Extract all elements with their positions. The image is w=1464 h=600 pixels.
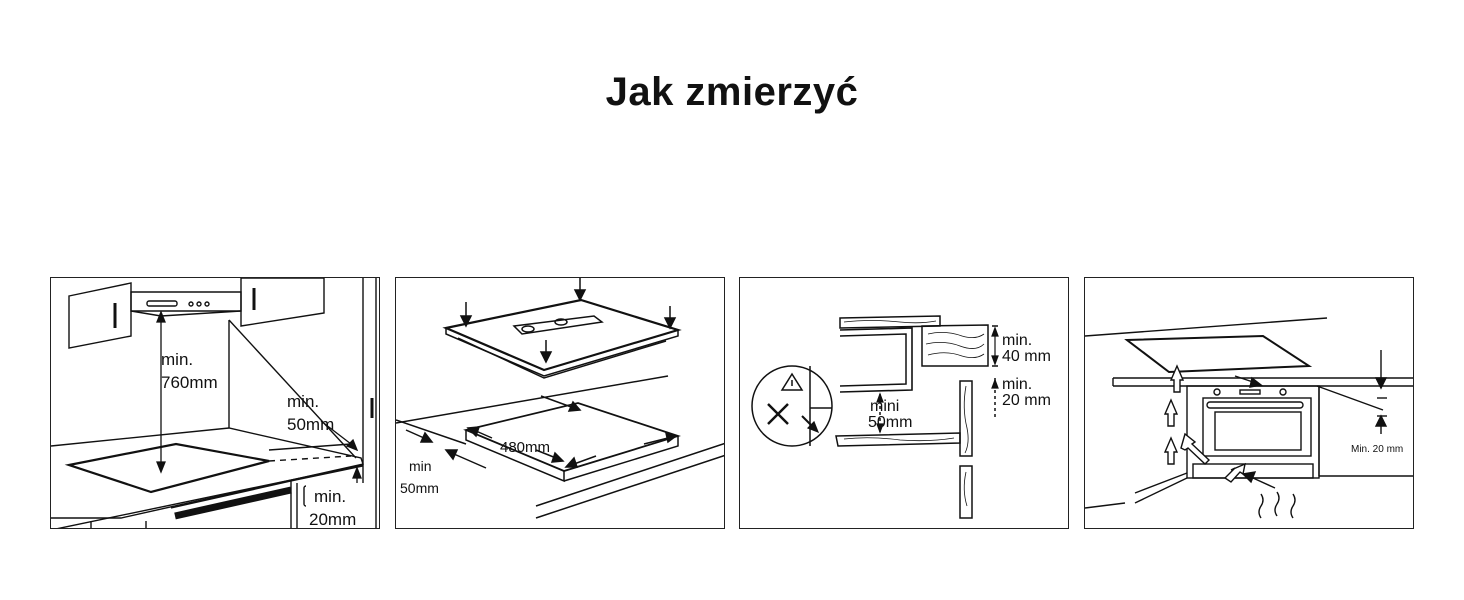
hood-min-label: min. [161, 350, 193, 369]
gap-min-label: mini [870, 398, 899, 415]
cooktop-plate [442, 298, 682, 372]
oven-handle [1206, 401, 1304, 409]
airflow-up-arrow [1163, 398, 1179, 427]
top-min-label: min. [1002, 332, 1032, 349]
bottom-min-label: min. [314, 487, 346, 506]
gap-label: Min. 20 mm [1351, 444, 1403, 455]
airflow-up-arrow [1163, 436, 1179, 465]
hood-value-label: 760mm [161, 373, 218, 392]
diagram-oven-ventilation: Min. 20 mm [1084, 277, 1414, 529]
side-min-label: min. [287, 392, 319, 411]
bottom-value-label: 20mm [309, 510, 356, 529]
warning-icon [780, 372, 804, 391]
hob-body [839, 327, 913, 393]
edge-value-label: 50mm [400, 480, 439, 496]
top-value-label: 40 mm [1002, 348, 1051, 365]
mid-min-label: min. [1002, 376, 1032, 393]
oven-ventilation-drawing: Min. 20 mm [1085, 317, 1413, 519]
diagram-hood-clearance: min. 760mm min. 50mm min. 20mm [50, 277, 380, 529]
spirit-level [512, 315, 604, 335]
diagram-section-clearance: min. 40 mm min. 20 mm mini 50mm [739, 277, 1069, 529]
mid-value-label: 20 mm [1002, 392, 1051, 409]
airflow-diagonal-arrow [1180, 432, 1211, 465]
cutout-value-label: 480mm [500, 439, 550, 456]
airflow-up-arrow [1169, 364, 1185, 393]
edge-min-label: min [409, 458, 432, 474]
wood-block-top [921, 324, 989, 367]
gap-value-label: 50mm [868, 414, 912, 431]
side-panel-lower [959, 465, 973, 519]
side-panel-upper [959, 380, 973, 457]
warning-circle [751, 365, 833, 447]
oven-door [1202, 397, 1312, 457]
side-value-label: 50mm [287, 415, 334, 434]
cooktop-plate [1124, 334, 1313, 374]
upper-cabinet-left [68, 282, 132, 349]
page-title: Jak zmierzyć [605, 70, 859, 114]
hood-clearance-drawing: min. 760mm min. 50mm min. 20mm [51, 278, 377, 529]
section-clearance-drawing: min. 40 mm min. 20 mm mini 50mm [751, 315, 1051, 519]
cooktop [64, 442, 270, 494]
worktop-cutout-drawing: 480mm min 50mm [396, 278, 724, 519]
diagram-worktop-cutout: 480mm min 50mm [395, 277, 725, 529]
